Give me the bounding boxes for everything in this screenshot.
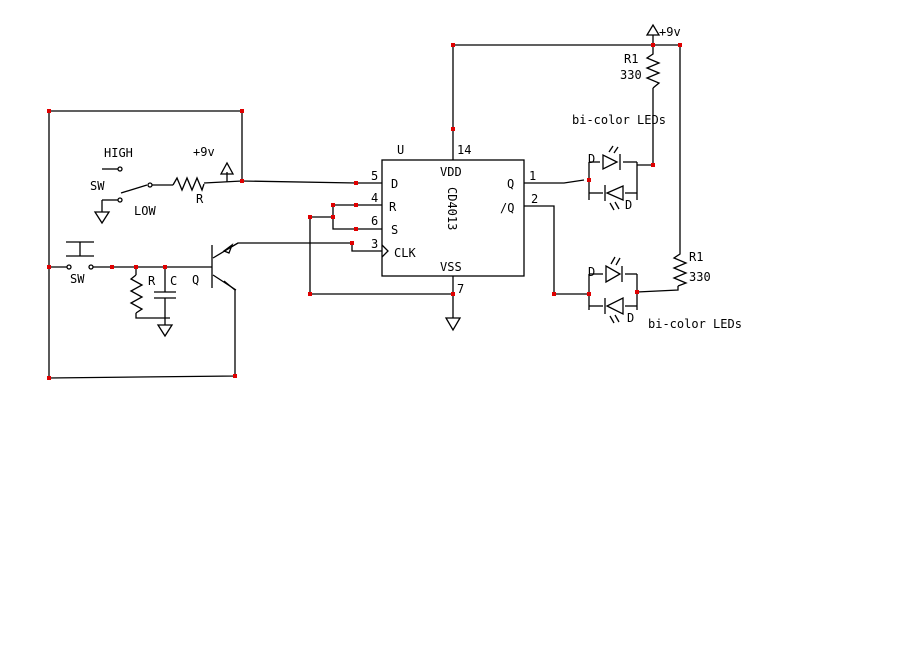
resistor-r1-bottom — [672, 250, 688, 287]
wire-input-to-plus9v — [203, 180, 243, 184]
label-high: HIGH — [104, 146, 133, 160]
label-led-d2: D — [625, 198, 632, 212]
label-r-input: R — [196, 192, 204, 206]
wire-bot-leds-to-r1 — [636, 286, 679, 293]
wire-q-output — [524, 179, 585, 184]
label-ic-qbar: /Q — [500, 201, 514, 215]
label-pin-3: 3 — [371, 237, 378, 251]
label-ic-r: R — [389, 200, 397, 214]
label-ic-clk: CLK — [394, 246, 416, 260]
resistor-input — [172, 176, 205, 192]
capacitor-debounce — [154, 267, 176, 325]
label-ic-q: Q — [507, 177, 514, 191]
toggle-switch — [101, 166, 173, 212]
wire-vdd-rail — [452, 44, 681, 250]
plus9v-arrow-left — [219, 161, 235, 182]
label-ic-d: D — [391, 177, 398, 191]
ic-body — [381, 159, 525, 277]
wire-r-s-bus — [332, 204, 356, 230]
clk-triangle — [381, 244, 389, 258]
label-pin-5: 5 — [371, 169, 378, 183]
label-plus9v-left: +9v — [193, 145, 215, 159]
ground-icon — [444, 317, 462, 332]
label-ic-name: CD4013 — [445, 187, 459, 230]
label-leds-top: bi-color LEDs — [572, 113, 666, 127]
led-bottom-1 — [605, 256, 623, 284]
resistor-r1-top — [645, 50, 661, 89]
label-low: LOW — [134, 204, 156, 218]
label-led-d1: D — [588, 152, 595, 166]
label-r1-bot-value: 330 — [689, 270, 711, 284]
label-sw-toggle: SW — [90, 179, 105, 193]
label-ic-vss: VSS — [440, 260, 462, 274]
led-top-2 — [604, 185, 624, 211]
label-plus9v-right: +9v — [659, 25, 681, 39]
label-sw-push: SW — [70, 272, 85, 286]
label-pin-2: 2 — [531, 192, 538, 206]
label-pin-6: 6 — [371, 214, 378, 228]
label-pin-1: 1 — [529, 169, 536, 183]
push-button-switch — [66, 241, 94, 270]
label-ic-ref: U — [397, 143, 404, 157]
plus9v-arrow-right — [645, 23, 661, 36]
wire-qbar-output — [524, 205, 589, 295]
label-r1-top-value: 330 — [620, 68, 642, 82]
label-r-debounce: R — [148, 274, 156, 288]
ground-icon — [156, 324, 174, 338]
led-bottom-2 — [604, 296, 624, 324]
led-top-1 — [602, 145, 621, 171]
wire-collector-to-clk — [223, 242, 382, 252]
label-pin-4: 4 — [371, 191, 378, 205]
ground-icon — [93, 211, 111, 225]
label-r1-bot-name: R1 — [689, 250, 703, 264]
label-q-transistor: Q — [192, 273, 199, 287]
wire-ground-bus — [309, 216, 453, 295]
label-ic-vdd: VDD — [440, 165, 462, 179]
junction-nodes — [47, 43, 682, 380]
ic-cd4013 — [356, 159, 525, 277]
label-leds-bottom: bi-color LEDs — [648, 317, 742, 331]
transistor-q — [211, 242, 239, 291]
wire-to-d-pin — [241, 180, 357, 184]
label-c-debounce: C — [170, 274, 177, 288]
label-ic-s: S — [391, 223, 398, 237]
label-led-d3: D — [588, 265, 595, 279]
label-led-d4: D — [627, 311, 634, 325]
label-pin-7: 7 — [457, 282, 464, 296]
label-r1-top-name: R1 — [624, 52, 638, 66]
labels: HIGH SW LOW +9v R SW R C Q U 14 VDD VSS … — [70, 25, 742, 331]
label-pin-14: 14 — [457, 143, 471, 157]
